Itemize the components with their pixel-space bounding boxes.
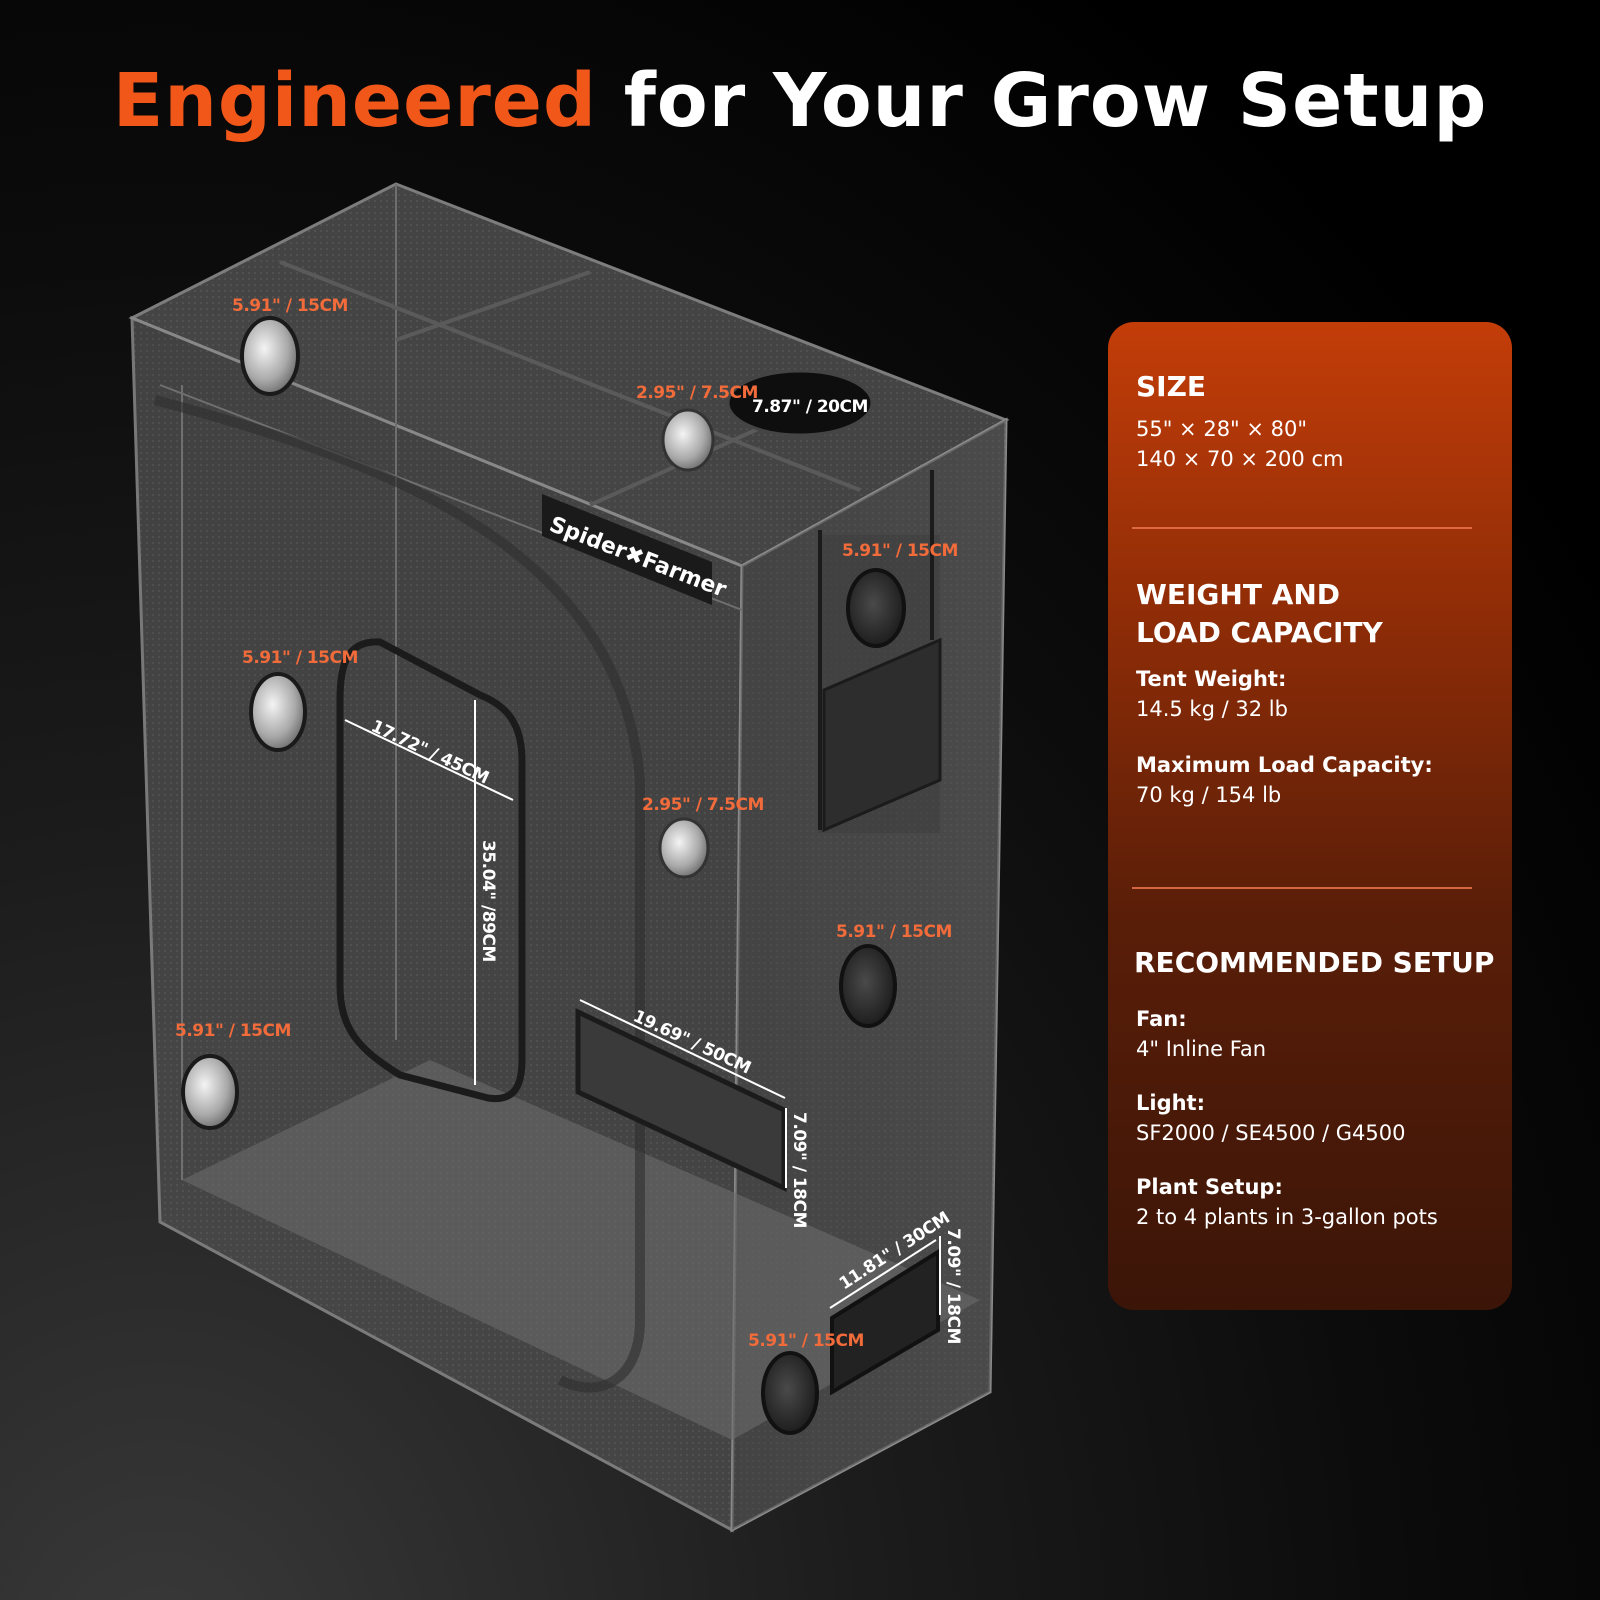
spec-panel: SIZE 55" × 28" × 80" 140 × 70 × 200 cm W… [1108,322,1512,1310]
size-section: SIZE 55" × 28" × 80" 140 × 70 × 200 cm [1136,368,1484,474]
door-zipper [153,395,645,1393]
port-top-duct [726,369,874,437]
port-front-mid [658,817,710,879]
port-labels: 5.91" / 15CM 2.95" / 7.5CM 7.87" / 20CM … [175,296,958,1351]
headline-accent: Engineered [112,58,597,144]
front-mid-port-label: 2.95" / 7.5CM [642,795,764,815]
top-small-port-label: 2.95" / 7.5CM [636,383,758,403]
port-top-left [240,316,300,396]
front-left-port-label: 5.91" / 15CM [242,648,358,668]
port-side-mid [839,944,897,1028]
window-height-label: 35.04" /89CM [478,840,498,962]
port-front-left [249,672,307,752]
vent-height-label: 7.09" / 18CM [789,1112,809,1228]
ports [181,316,906,1435]
size-title: SIZE [1136,370,1207,403]
port-side-upper [846,568,906,648]
port-top-small [661,408,715,472]
headline-rest: for Your Grow Setup [596,58,1488,144]
divider-2 [1132,887,1472,889]
max-load-value: 70 kg / 154 lb [1136,783,1282,807]
tent-weight-value: 14.5 kg / 32 lb [1136,697,1288,721]
port-side-low [761,1351,819,1435]
setup-title: RECOMMENDED SETUP [1134,946,1495,979]
side-pocket [818,470,942,833]
port-front-low [181,1054,239,1130]
weight-section: WEIGHT AND LOAD CAPACITY Tent Weight: 14… [1136,576,1484,810]
top-left-port-label: 5.91" / 15CM [232,296,348,316]
max-load-label: Maximum Load Capacity: [1136,753,1433,777]
headline: Engineered for Your Grow Setup [0,58,1600,144]
weight-title-line1: WEIGHT AND [1136,578,1341,611]
size-imperial: 55" × 28" × 80" [1136,417,1308,441]
light-label: Light: [1136,1091,1205,1115]
fan-label: Fan: [1136,1007,1187,1031]
side-vent-height-label: 7.09" / 18CM [943,1228,963,1344]
setup-section: RECOMMENDED SETUP Fan: 4" Inline Fan Lig… [1134,944,1496,1232]
divider-1 [1132,527,1472,529]
weight-title-line2: LOAD CAPACITY [1136,616,1383,649]
side-upper-port-label: 5.91" / 15CM [842,541,958,561]
tent-floor [182,1060,980,1440]
top-duct-port-label: 7.87" / 20CM [752,397,868,417]
light-value: SF2000 / SE4500 / G4500 [1136,1121,1406,1145]
plant-label: Plant Setup: [1136,1175,1283,1199]
front-low-left-port-label: 5.91" / 15CM [175,1021,291,1041]
size-metric: 140 × 70 × 200 cm [1136,447,1344,471]
fan-value: 4" Inline Fan [1136,1037,1267,1061]
side-low-port-label: 5.91" / 15CM [748,1331,864,1351]
side-mid-port-label: 5.91" / 15CM [836,922,952,942]
plant-value: 2 to 4 plants in 3-gallon pots [1136,1205,1438,1229]
tent-weight-label: Tent Weight: [1136,667,1287,691]
